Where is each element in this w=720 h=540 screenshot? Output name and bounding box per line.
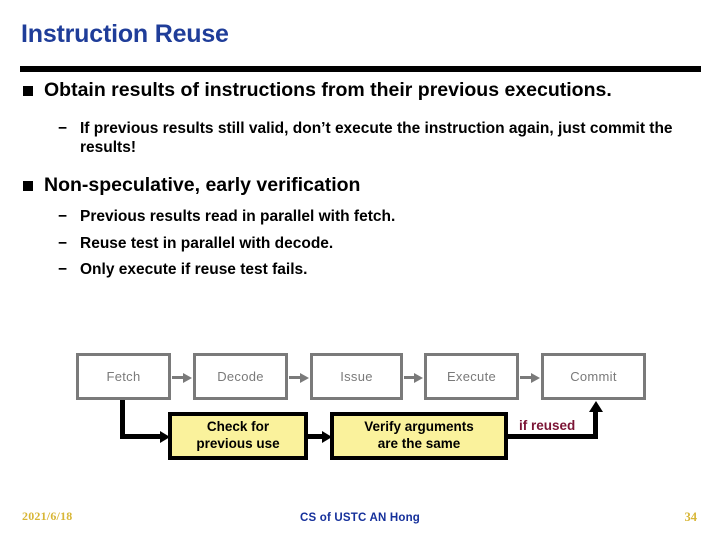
spacer: [0, 157, 720, 173]
stage-label: Fetch: [106, 369, 141, 384]
reuse-box-line2: are the same: [377, 436, 461, 451]
pipeline-stage-decode: Decode: [193, 353, 288, 400]
stage-label: Decode: [217, 369, 264, 384]
connector-fetch-right: [120, 434, 162, 439]
slide-body: Obtain results of instructions from thei…: [0, 78, 720, 279]
square-bullet-icon: [23, 86, 33, 96]
reuse-box-line2: previous use: [196, 436, 280, 451]
arrow-fetch-to-decode-icon: [172, 372, 192, 383]
footer-page-number: 34: [684, 510, 698, 524]
pipeline-stage-issue: Issue: [310, 353, 403, 400]
pipeline-stage-fetch: Fetch: [76, 353, 171, 400]
dash-bullet-icon: −: [58, 208, 68, 226]
bullet-text: Non-speculative, early verification: [44, 174, 361, 197]
title-divider: [20, 66, 701, 72]
arrow-execute-to-commit-icon: [520, 372, 540, 383]
bullet-text: Only execute if reuse test fails.: [80, 260, 308, 278]
dash-bullet-icon: −: [58, 260, 68, 278]
bullet-item-level2: − Previous results read in parallel with…: [0, 207, 720, 226]
reuse-box-line1: Verify arguments: [364, 419, 474, 435]
arrowhead-into-verify-box-icon: [322, 430, 332, 443]
stage-label: Execute: [446, 369, 497, 384]
spacer: [0, 106, 720, 119]
page-title: Instruction Reuse: [21, 20, 229, 48]
spacer: [0, 227, 720, 234]
reuse-box-line1: Check for: [206, 419, 270, 435]
arrowhead-into-commit-icon: [588, 401, 603, 412]
bullet-text: Reuse test in parallel with decode.: [80, 234, 334, 252]
connector-up-to-commit: [593, 412, 598, 439]
spacer: [0, 253, 720, 260]
bullet-item-level1: Non-speculative, early verification: [0, 173, 720, 199]
footer-date: 2021/6/18: [22, 509, 73, 523]
connector-fetch-down: [120, 400, 125, 438]
arrow-decode-to-issue-icon: [289, 372, 309, 383]
dash-bullet-icon: −: [58, 119, 68, 137]
bullet-item-level2: − Only execute if reuse test fails.: [0, 260, 720, 279]
dash-bullet-icon: −: [58, 234, 68, 252]
stage-label: Commit: [570, 369, 617, 384]
footer-attribution: CS of USTC AN Hong: [299, 512, 421, 524]
bullet-item-level1: Obtain results of instructions from thei…: [0, 78, 720, 104]
bullet-text: Previous results read in parallel with f…: [80, 208, 396, 226]
if-reused-annotation: if reused: [519, 418, 576, 433]
bullet-item-level2: − If previous results still valid, don’t…: [0, 119, 720, 158]
stage-label: Issue: [340, 369, 373, 384]
connector-verify-right: [508, 434, 598, 439]
arrow-issue-to-execute-icon: [404, 372, 423, 383]
pipeline-stage-execute: Execute: [424, 353, 519, 400]
square-bullet-icon: [23, 181, 33, 192]
bullet-text: Obtain results of instructions from thei…: [44, 79, 612, 101]
pipeline-stage-commit: Commit: [541, 353, 646, 400]
bullet-text: If previous results still valid, don’t e…: [80, 119, 673, 157]
connector-check-to-verify: [308, 434, 324, 439]
arrowhead-into-check-box-icon: [160, 430, 170, 443]
bullet-item-level2: − Reuse test in parallel with decode.: [0, 234, 720, 253]
